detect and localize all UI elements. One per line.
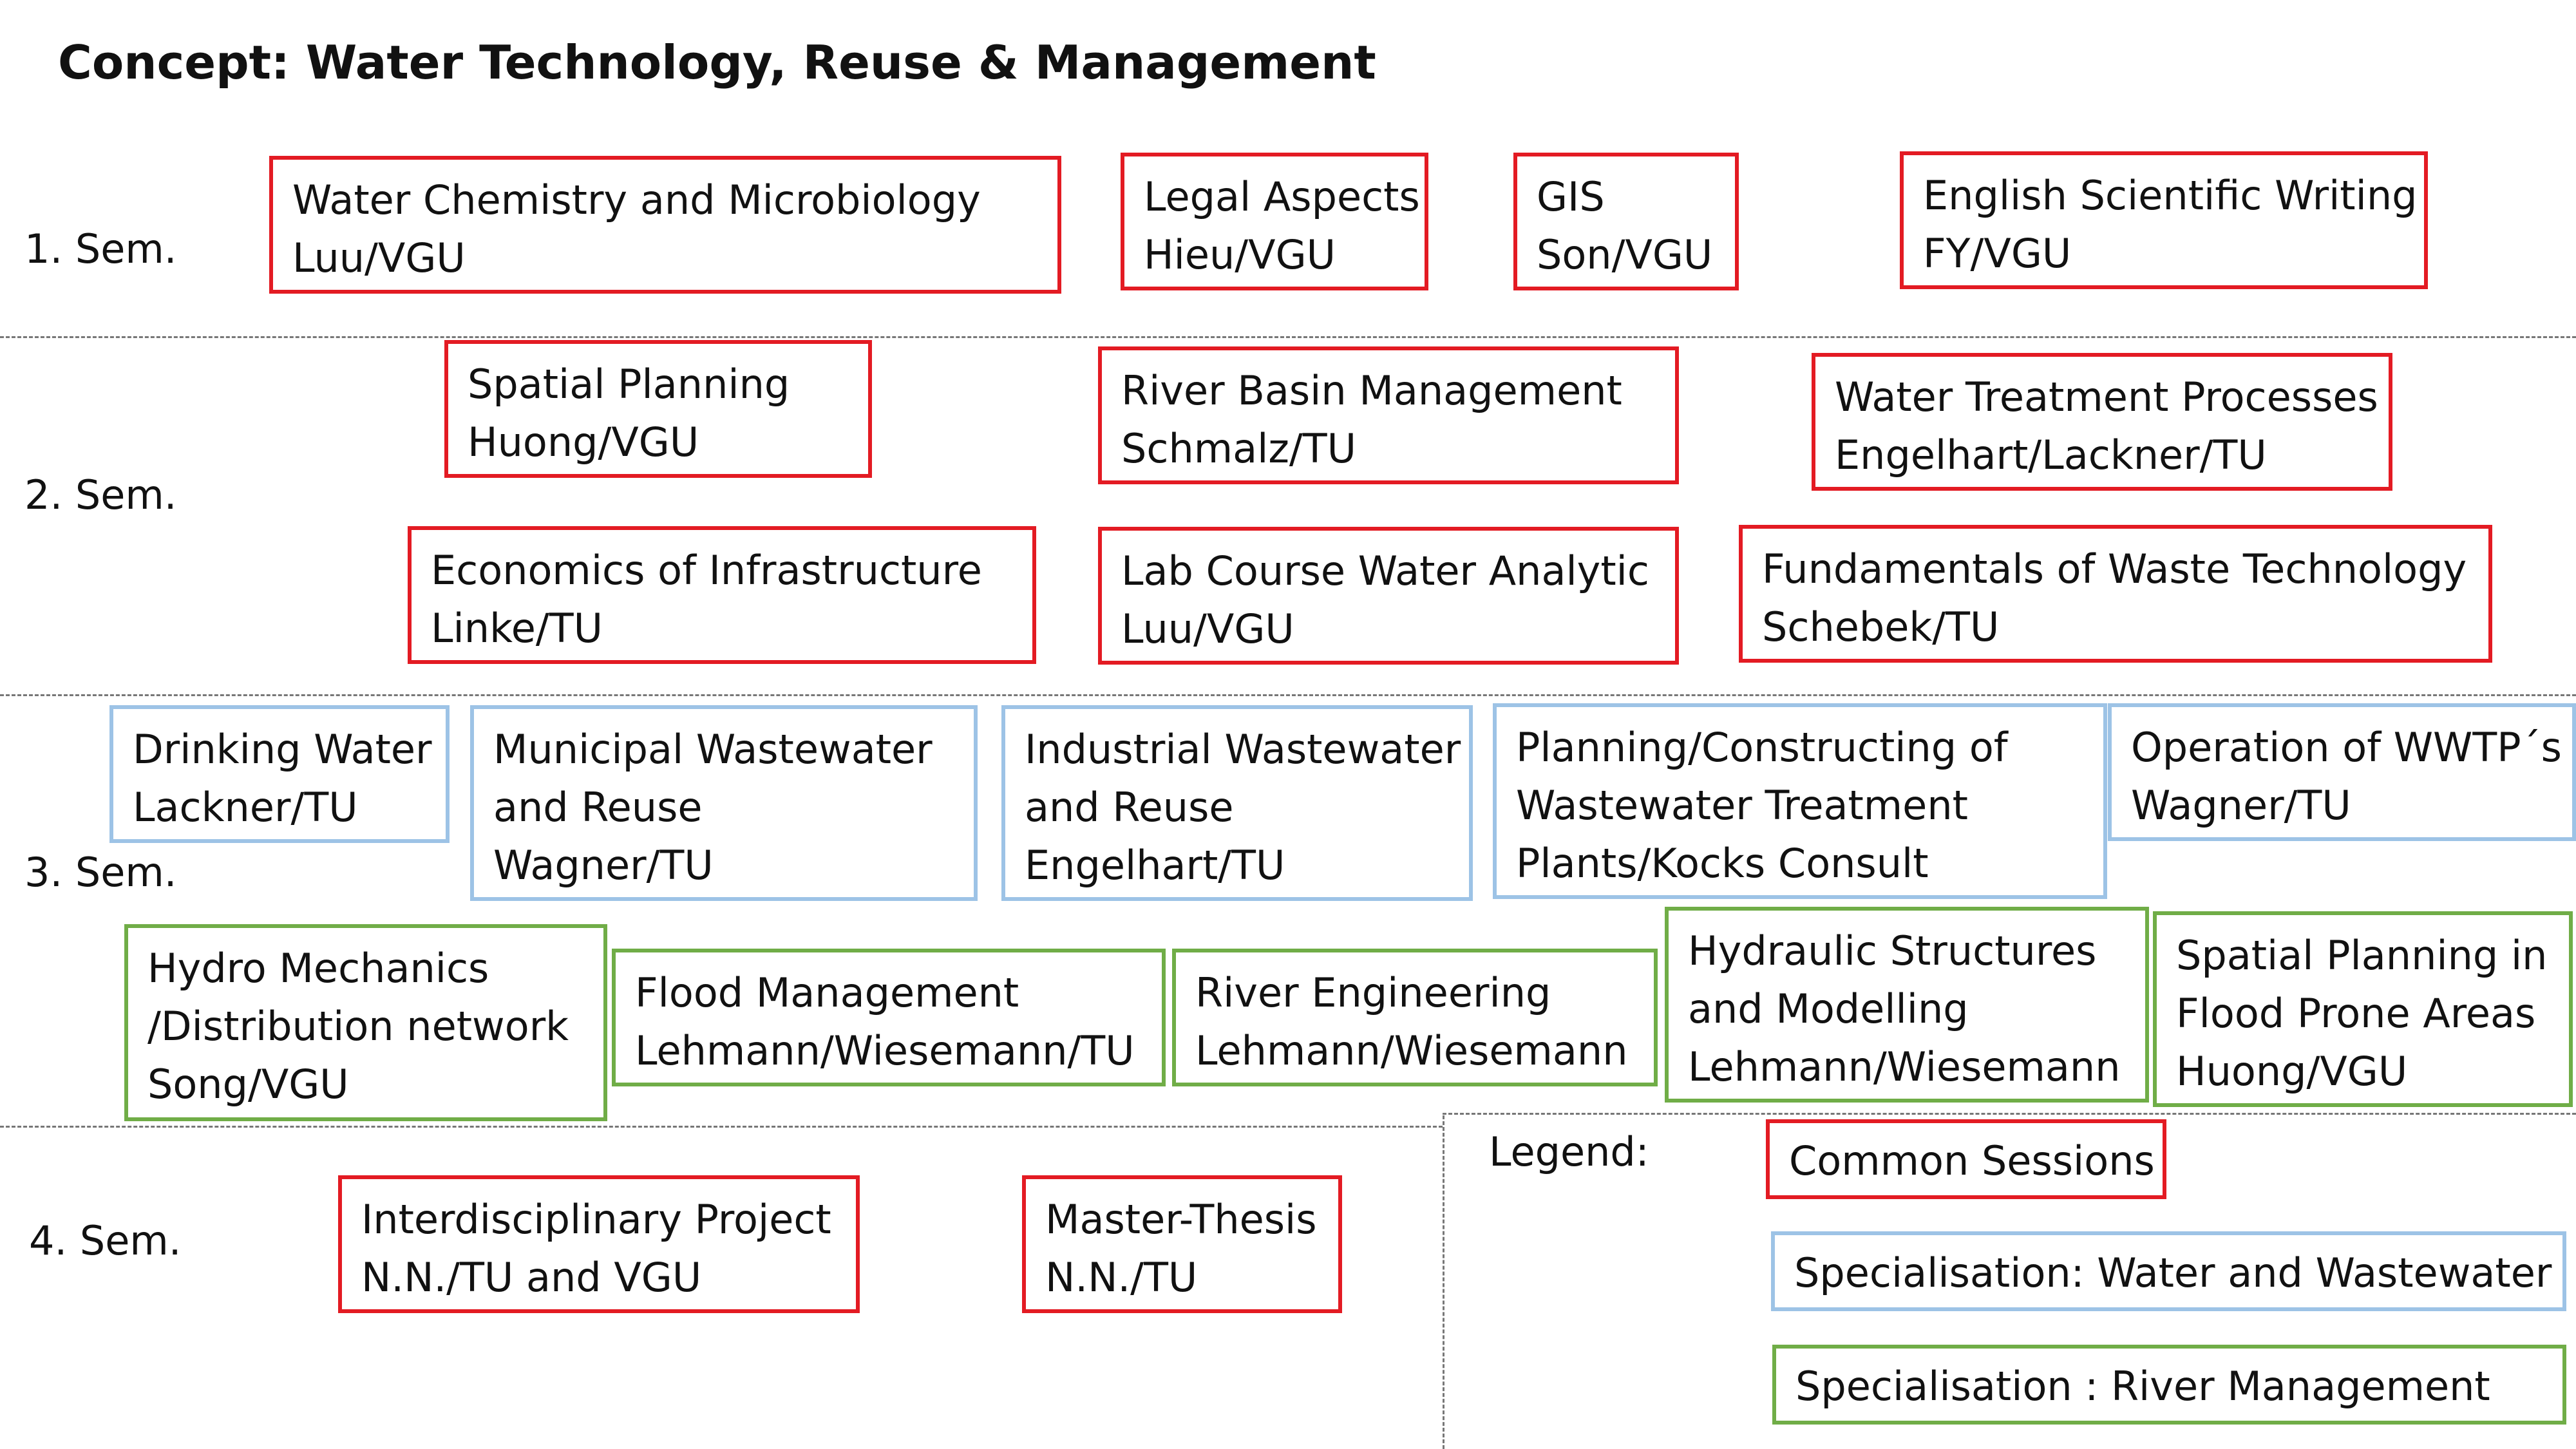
legend-water-wastewater: Specialisation: Water and Wastewater [1771,1231,2566,1311]
module-name: Legal Aspects [1144,173,1420,220]
module-name: Fundamentals of Waste Technology [1762,545,2467,592]
module-hydraulic-structures: Hydraulic Structures and Modelling Lehma… [1665,907,2149,1103]
module-name: Economics of Infrastructure [431,547,982,594]
module-lecturer: Engelhart/Lackner/TU [1835,431,2267,478]
module-name: River Basin Management [1121,367,1622,414]
module-lecturer: Luu/VGU [292,234,466,281]
module-name: Flood Prone Areas [2176,990,2536,1037]
module-name: Wastewater Treatment [1516,782,1968,829]
semester-divider [0,694,2576,696]
module-water-chemistry: Water Chemistry and Microbiology Luu/VGU [269,156,1061,294]
module-name: Lab Course Water Analytic [1121,547,1649,594]
module-name: Operation of WWTP´s [2131,724,2562,771]
module-name: Flood Management [635,969,1019,1016]
module-lecturer: Huong/VGU [2176,1048,2408,1095]
legend-divider [1443,1113,2576,1115]
page-title: Concept: Water Technology, Reuse & Manag… [58,35,1376,90]
module-name: Hydraulic Structures [1688,927,2097,974]
semester-label-1: 1. Sem. [24,225,177,272]
semester-divider [0,336,2576,338]
module-river-basin: River Basin Management Schmalz/TU [1098,346,1679,484]
module-lecturer: Wagner/TU [493,842,714,889]
module-name: Industrial Wastewater [1025,726,1461,773]
semester-label-2: 2. Sem. [24,471,177,518]
legend-text: Specialisation: Water and Wastewater [1794,1249,2552,1296]
module-name: Planning/Constructing of [1516,724,2008,771]
module-name: Water Treatment Processes [1835,374,2378,421]
module-name: and Reuse [493,784,703,831]
legend-label: Legend: [1489,1128,1649,1175]
module-legal-aspects: Legal Aspects Hieu/VGU [1121,153,1428,290]
module-river-engineering: River Engineering Lehmann/Wiesemann [1172,949,1658,1086]
semester-divider [0,1126,1443,1128]
module-drinking-water: Drinking Water Lackner/TU [109,705,450,843]
module-municipal-wastewater: Municipal Wastewater and Reuse Wagner/TU [470,705,978,901]
module-english-writing: English Scientific Writing FY/VGU [1900,151,2428,289]
module-name: Municipal Wastewater [493,726,933,773]
module-master-thesis: Master-Thesis N.N./TU [1022,1175,1342,1313]
module-gis: GIS Son/VGU [1513,153,1739,290]
module-hydro-mechanics: Hydro Mechanics /Distribution network So… [124,924,607,1121]
legend-river-management: Specialisation : River Management [1772,1345,2566,1425]
module-name: English Scientific Writing [1923,172,2418,219]
module-lecturer: Lehmann/Wiesemann [1195,1027,1628,1074]
module-lecturer: Huong/VGU [468,419,699,466]
module-name: Plants/Kocks Consult [1516,840,1929,887]
module-lecturer: Lackner/TU [133,784,358,831]
module-name: River Engineering [1195,969,1551,1016]
module-name: /Distribution network [147,1003,569,1050]
module-lecturer: Linke/TU [431,605,603,652]
module-flood-management: Flood Management Lehmann/Wiesemann/TU [612,949,1166,1086]
legend-divider [1443,1115,1444,1449]
module-lecturer: FY/VGU [1923,230,2072,277]
module-interdisciplinary-project: Interdisciplinary Project N.N./TU and VG… [338,1175,860,1313]
module-lecturer: Luu/VGU [1121,605,1294,652]
module-lecturer: Hieu/VGU [1144,231,1336,278]
module-name: Hydro Mechanics [147,945,489,992]
module-operation-wwtp: Operation of WWTP´s Wagner/TU [2108,703,2576,841]
module-waste-technology: Fundamentals of Waste Technology Schebek… [1739,525,2492,663]
module-economics: Economics of Infrastructure Linke/TU [408,526,1036,664]
module-spatial-planning-flood: Spatial Planning in Flood Prone Areas Hu… [2153,911,2573,1107]
module-lecturer: Wagner/TU [2131,782,2351,829]
module-water-treatment: Water Treatment Processes Engelhart/Lack… [1812,353,2392,491]
module-lecturer: Schmalz/TU [1121,425,1357,472]
module-industrial-wastewater: Industrial Wastewater and Reuse Engelhar… [1001,705,1473,901]
module-planning-wwtp: Planning/Constructing of Wastewater Trea… [1493,703,2107,899]
legend-common-sessions: Common Sessions [1766,1119,2166,1199]
module-lecturer: N.N./TU [1045,1254,1198,1301]
module-lecturer: Lehmann/Wiesemann [1688,1043,2121,1090]
module-lecturer: N.N./TU and VGU [361,1254,702,1301]
module-name: and Reuse [1025,784,1234,831]
semester-label-4: 4. Sem. [29,1217,182,1264]
module-name: Spatial Planning [468,361,790,408]
module-lecturer: Song/VGU [147,1061,349,1108]
semester-label-3: 3. Sem. [24,849,177,896]
module-name: and Modelling [1688,985,1969,1032]
module-name: Drinking Water [133,726,432,773]
legend-text: Common Sessions [1789,1137,2155,1184]
module-lecturer: Son/VGU [1537,231,1713,278]
module-name: Water Chemistry and Microbiology [292,176,981,223]
module-name: GIS [1537,173,1605,220]
module-lab-course: Lab Course Water Analytic Luu/VGU [1098,527,1679,665]
module-name: Spatial Planning in [2176,932,2548,979]
module-lecturer: Lehmann/Wiesemann/TU [635,1027,1135,1074]
module-name: Interdisciplinary Project [361,1196,831,1243]
module-lecturer: Schebek/TU [1762,603,2000,650]
module-spatial-planning: Spatial Planning Huong/VGU [444,340,872,478]
module-lecturer: Engelhart/TU [1025,842,1285,889]
legend-text: Specialisation : River Management [1795,1363,2490,1410]
module-name: Master-Thesis [1045,1196,1317,1243]
